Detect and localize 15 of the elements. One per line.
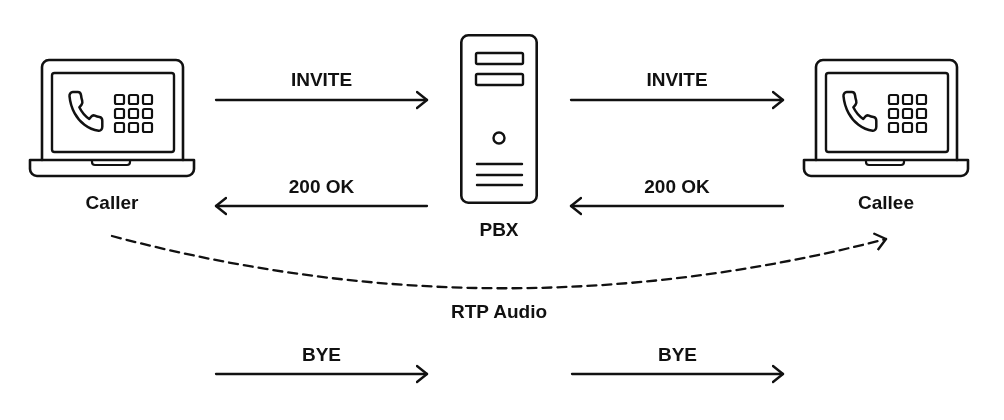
edge-label: 200 OK (288, 176, 355, 198)
message-label: BYE (301, 344, 342, 366)
edge-label: INVITE (290, 69, 353, 91)
dashed-arrow (110, 232, 888, 290)
arrow (214, 196, 429, 216)
node-label: Callee (858, 192, 914, 214)
arrow (569, 90, 785, 110)
arrow (214, 90, 429, 110)
message-label: BYE (657, 344, 698, 366)
arrow (569, 196, 785, 216)
edge-label: RTP Audio (450, 301, 548, 324)
node-label: Caller (85, 192, 139, 214)
node-label: PBX (479, 219, 519, 241)
edge-label: 200 OK (644, 176, 710, 198)
edge-label: INVITE (646, 69, 708, 91)
